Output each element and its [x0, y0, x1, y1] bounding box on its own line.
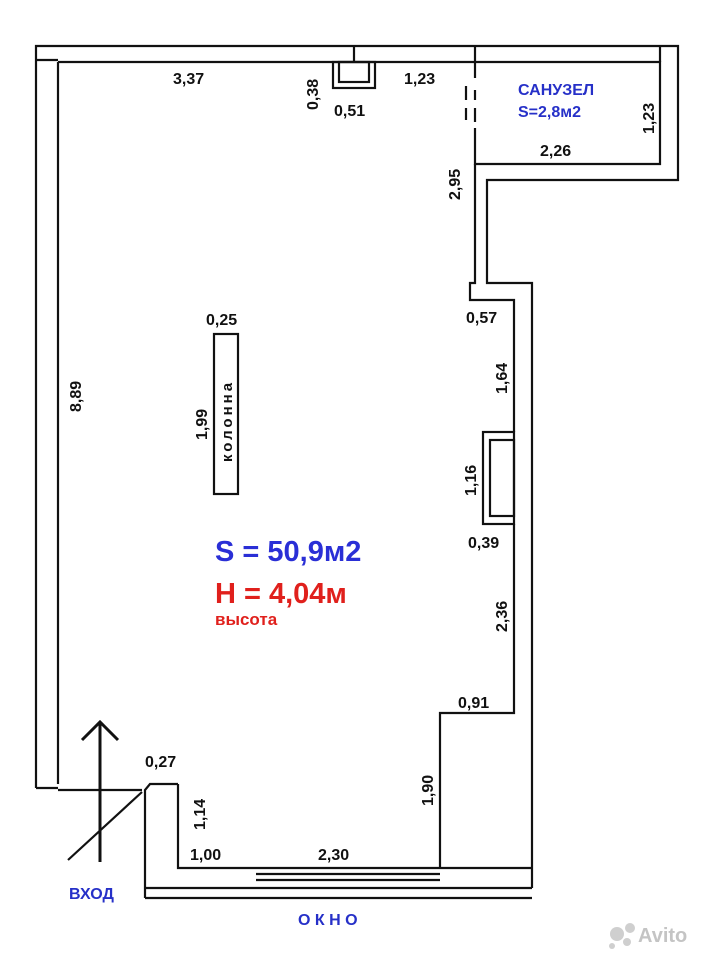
dim-niche-depth: 0,38 [305, 79, 322, 110]
dim-bottom-left: 1,00 [190, 847, 221, 864]
bottom-left-wall [176, 784, 256, 870]
dim-corridor-right: 2,95 [447, 169, 464, 200]
dim-right-lower-step: 0,91 [458, 695, 489, 712]
dim-niche-width: 0,51 [334, 103, 365, 120]
height-caption: высота [215, 610, 278, 629]
dim-window-width: 2,30 [318, 847, 349, 864]
corridor-inner-wall [468, 164, 516, 432]
height-label: H = 4,04м [215, 578, 347, 610]
entrance-arrow-icon [80, 719, 120, 862]
entrance-label: ВХОД [69, 886, 114, 903]
entrance-pier [143, 782, 178, 898]
walls [34, 44, 680, 900]
dimensions: 3,37 0,38 0,51 1,23 1,23 2,26 2,95 0,57 … [68, 71, 658, 864]
dim-step-right: 0,57 [466, 310, 497, 327]
window-label: О К Н О [298, 912, 358, 929]
column [212, 332, 240, 496]
bathroom-area: S=2,8м2 [518, 104, 581, 121]
watermark-text: Avito [638, 925, 687, 947]
dim-entrance-wall: 1,14 [192, 799, 209, 830]
dim-bath-bottom: 2,26 [540, 143, 571, 160]
dim-bottom-right-pier: 1,90 [420, 775, 437, 806]
top-outer-wall [34, 44, 680, 888]
dim-top-left-wall: 3,37 [173, 71, 204, 88]
column-label: колонна [219, 380, 236, 462]
dim-right-niche-height: 1,16 [463, 465, 480, 496]
area-label: S = 50,9м2 [215, 536, 361, 568]
dim-top-mid: 1,23 [404, 71, 435, 88]
right-niche-inner [488, 438, 516, 518]
dim-column-height: 1,99 [194, 409, 211, 440]
dim-bath-right: 1,23 [641, 103, 658, 134]
right-inner-wall [438, 524, 516, 868]
avito-logo-icon [609, 923, 635, 949]
entrance-door-swing [67, 791, 143, 861]
dim-column-width: 0,25 [206, 312, 237, 329]
bathroom-inner-wall [473, 60, 662, 166]
bathroom-label: САНУЗЕЛ [518, 82, 594, 99]
right-niche [481, 430, 516, 526]
vent-niche-inner [337, 60, 371, 84]
dim-left-wall: 8,89 [68, 381, 85, 412]
dim-entrance-pier: 0,27 [145, 754, 176, 771]
dim-right-mid: 2,36 [494, 601, 511, 632]
dim-right-niche-depth: 0,39 [468, 535, 499, 552]
dim-right-upper: 1,64 [494, 363, 511, 394]
